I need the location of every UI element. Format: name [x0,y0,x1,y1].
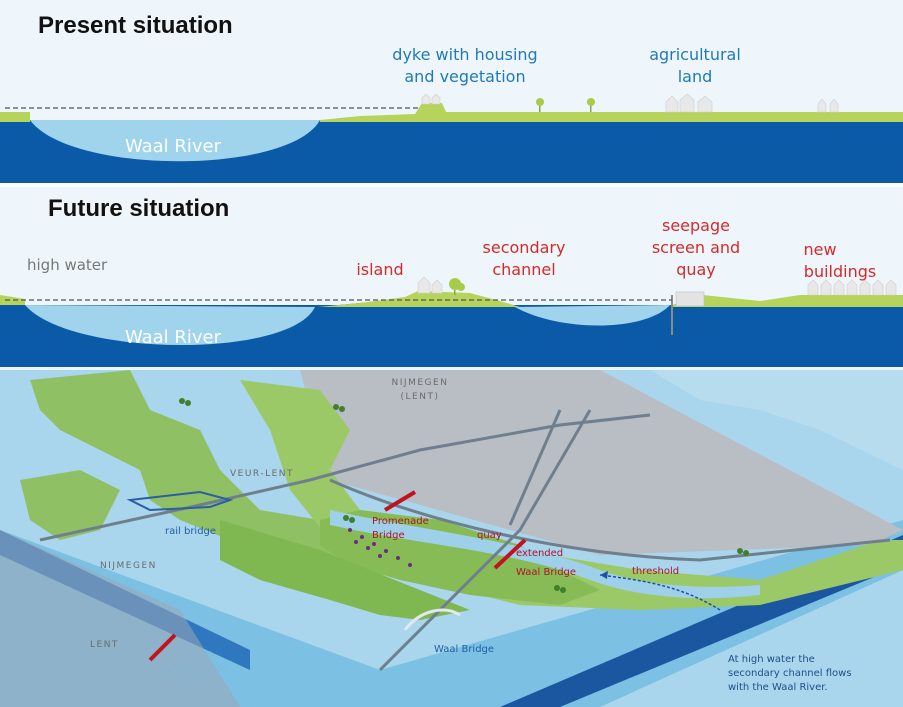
present-situation-panel: Present situation dyke with housing and … [0,0,903,183]
map-label-nijmegen-lent-1: NIJMEGEN [392,378,449,388]
waal-river-surface [0,520,903,707]
present-cross-section: Present situation dyke with housing and … [0,12,903,183]
seepage-line3: quay [676,260,716,279]
secondary-channel-line1: secondary [483,238,566,257]
secondary-channel-line2: channel [492,260,555,279]
veur-lent-land [30,370,360,570]
southern-bank-land [220,520,470,620]
secondary-channel-water [515,305,670,326]
label-dyke-line1: dyke with housing [392,45,537,64]
threshold-arrow [599,574,721,611]
river-label-future: Waal River [125,327,222,348]
dyke-land [320,103,903,122]
island-tree-icon [449,278,465,295]
future-cross-section: Future situation high water island secon… [0,195,903,367]
high-water-label: high water [27,256,108,274]
urban-area-lent [300,370,903,555]
map-tree-icons [179,398,749,593]
promenade-dots [348,528,412,567]
tree-icons [536,98,595,112]
quay-block [675,291,705,307]
seepage-line1: seepage [662,216,730,235]
map-label-nijmegen: NIJMEGEN [100,561,157,571]
map-note-line2: secondary channel flows [728,668,852,679]
seepage-line2: screen and [652,238,740,257]
waal-bridge-arch [403,608,461,631]
future-title: Future situation [48,195,229,222]
rail-bridge-arch [126,490,234,512]
map-label-promenade-2: Bridge [372,530,405,541]
left-bank [0,295,25,305]
map-label-extended-1: extended [516,548,563,559]
map-note-line1: At high water the [728,654,815,665]
isometric-map: NIJMEGEN (LENT) VEUR-LENT NIJMEGEN LENT … [0,370,903,707]
red-bridge-segments [148,490,527,662]
river-label-present: Waal River [125,136,222,157]
house-icons [421,93,839,113]
map-label-threshold: threshold [632,566,679,577]
northern-water [650,370,903,470]
main-channel-water [25,305,315,346]
hatched-area [160,650,230,690]
left-bank [0,112,30,122]
map-label-nijmegen-lent-2: (LENT) [401,392,440,402]
map-label-extended-2: Waal Bridge [516,567,576,578]
present-title: Present situation [38,12,233,39]
label-dyke-line2: and vegetation [404,67,525,86]
map-label-veur-lent: VEUR-LENT [230,469,294,479]
map-label-promenade-1: Promenade [372,516,429,527]
new-buildings-line1: new [803,240,836,259]
island-house-icons [417,276,443,294]
map-label-rail-bridge: rail bridge [165,526,216,537]
new-building-icons [807,279,897,296]
right-bank [672,295,903,307]
label-agricultural-line2: land [678,67,713,86]
threshold-arrowhead [600,571,608,579]
west-land [20,470,120,540]
map-label-quay: quay [477,530,502,541]
isometric-map-panel: NIJMEGEN (LENT) VEUR-LENT NIJMEGEN LENT … [0,370,903,707]
new-buildings-line2: buildings [804,262,876,281]
island-label: island [356,260,403,279]
secondary-channel [330,510,760,599]
roads [39,409,891,672]
map-label-waal-bridge: Waal Bridge [434,644,494,655]
island-land [318,291,520,307]
future-situation-panel: Future situation high water island secon… [0,183,903,371]
map-note-line3: with the Waal River. [728,682,828,693]
river-water [30,120,320,162]
map-label-lent: LENT [90,640,119,650]
label-agricultural-line1: agricultural [649,45,741,64]
